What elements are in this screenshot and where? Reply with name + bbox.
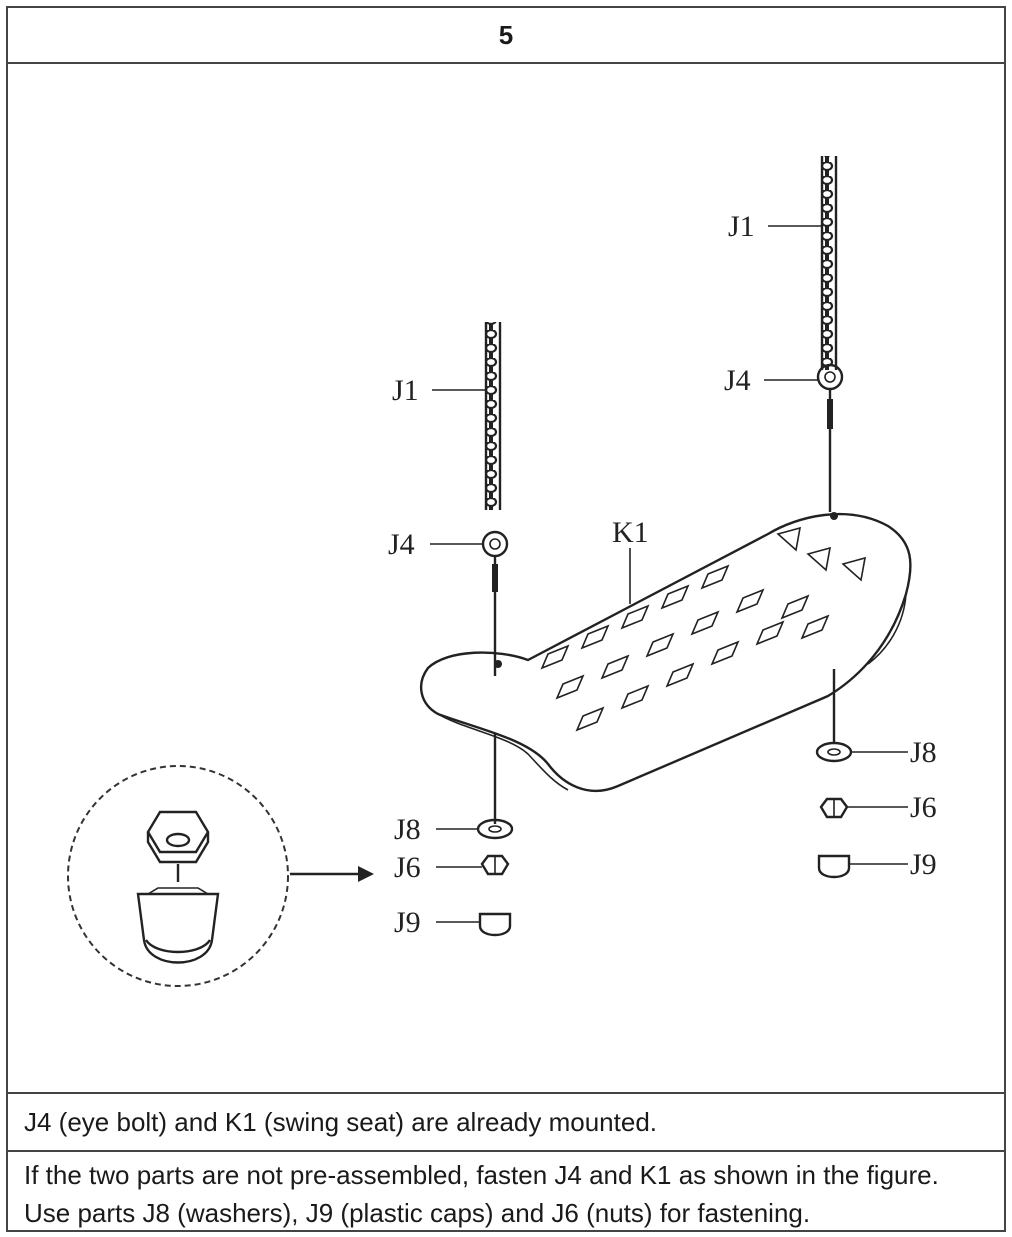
right-nut	[819, 797, 849, 819]
label-eyebolt-left: J4	[388, 528, 415, 561]
detail-magnifier	[67, 765, 374, 987]
left-eyebolt	[481, 530, 509, 594]
instruction-sheet: 5	[6, 6, 1006, 1232]
left-chain	[484, 322, 502, 510]
label-seat: K1	[612, 516, 649, 549]
right-eyebolt	[816, 363, 844, 434]
assembly-figure: J1 J4 J1 J4 K1 J8 J6 J9 J8 J6 J9	[8, 64, 1004, 1092]
note-premounted: J4 (eye bolt) and K1 (swing seat) are al…	[8, 1092, 1004, 1150]
right-cap	[817, 854, 851, 879]
left-nut	[480, 854, 510, 876]
step-number: 5	[498, 19, 514, 50]
swing-seat	[419, 512, 912, 792]
label-washer-right: J8	[910, 736, 937, 769]
label-nut-right: J6	[910, 791, 937, 824]
label-chain-left: J1	[392, 374, 419, 407]
right-chain	[820, 156, 838, 370]
label-washer-left: J8	[394, 813, 421, 846]
left-cap	[478, 912, 512, 937]
leader-lines	[430, 225, 908, 923]
label-eyebolt-right: J4	[724, 364, 751, 397]
note-fastening: If the two parts are not pre-assembled, …	[8, 1150, 1004, 1232]
right-washer	[815, 741, 853, 763]
label-nut-left: J6	[394, 851, 421, 884]
label-cap-left: J9	[394, 906, 421, 939]
note-fastening-text: If the two parts are not pre-assembled, …	[24, 1160, 939, 1228]
swing-seat-diagram: J1 J4 J1 J4 K1 J8 J6 J9 J8 J6 J9	[67, 156, 937, 987]
label-cap-right: J9	[910, 848, 937, 881]
note-premounted-text: J4 (eye bolt) and K1 (swing seat) are al…	[24, 1107, 658, 1137]
detail-nut-icon	[146, 810, 210, 864]
detail-cap-icon	[136, 887, 220, 964]
step-header: 5	[8, 8, 1004, 64]
label-chain-right: J1	[728, 210, 755, 243]
